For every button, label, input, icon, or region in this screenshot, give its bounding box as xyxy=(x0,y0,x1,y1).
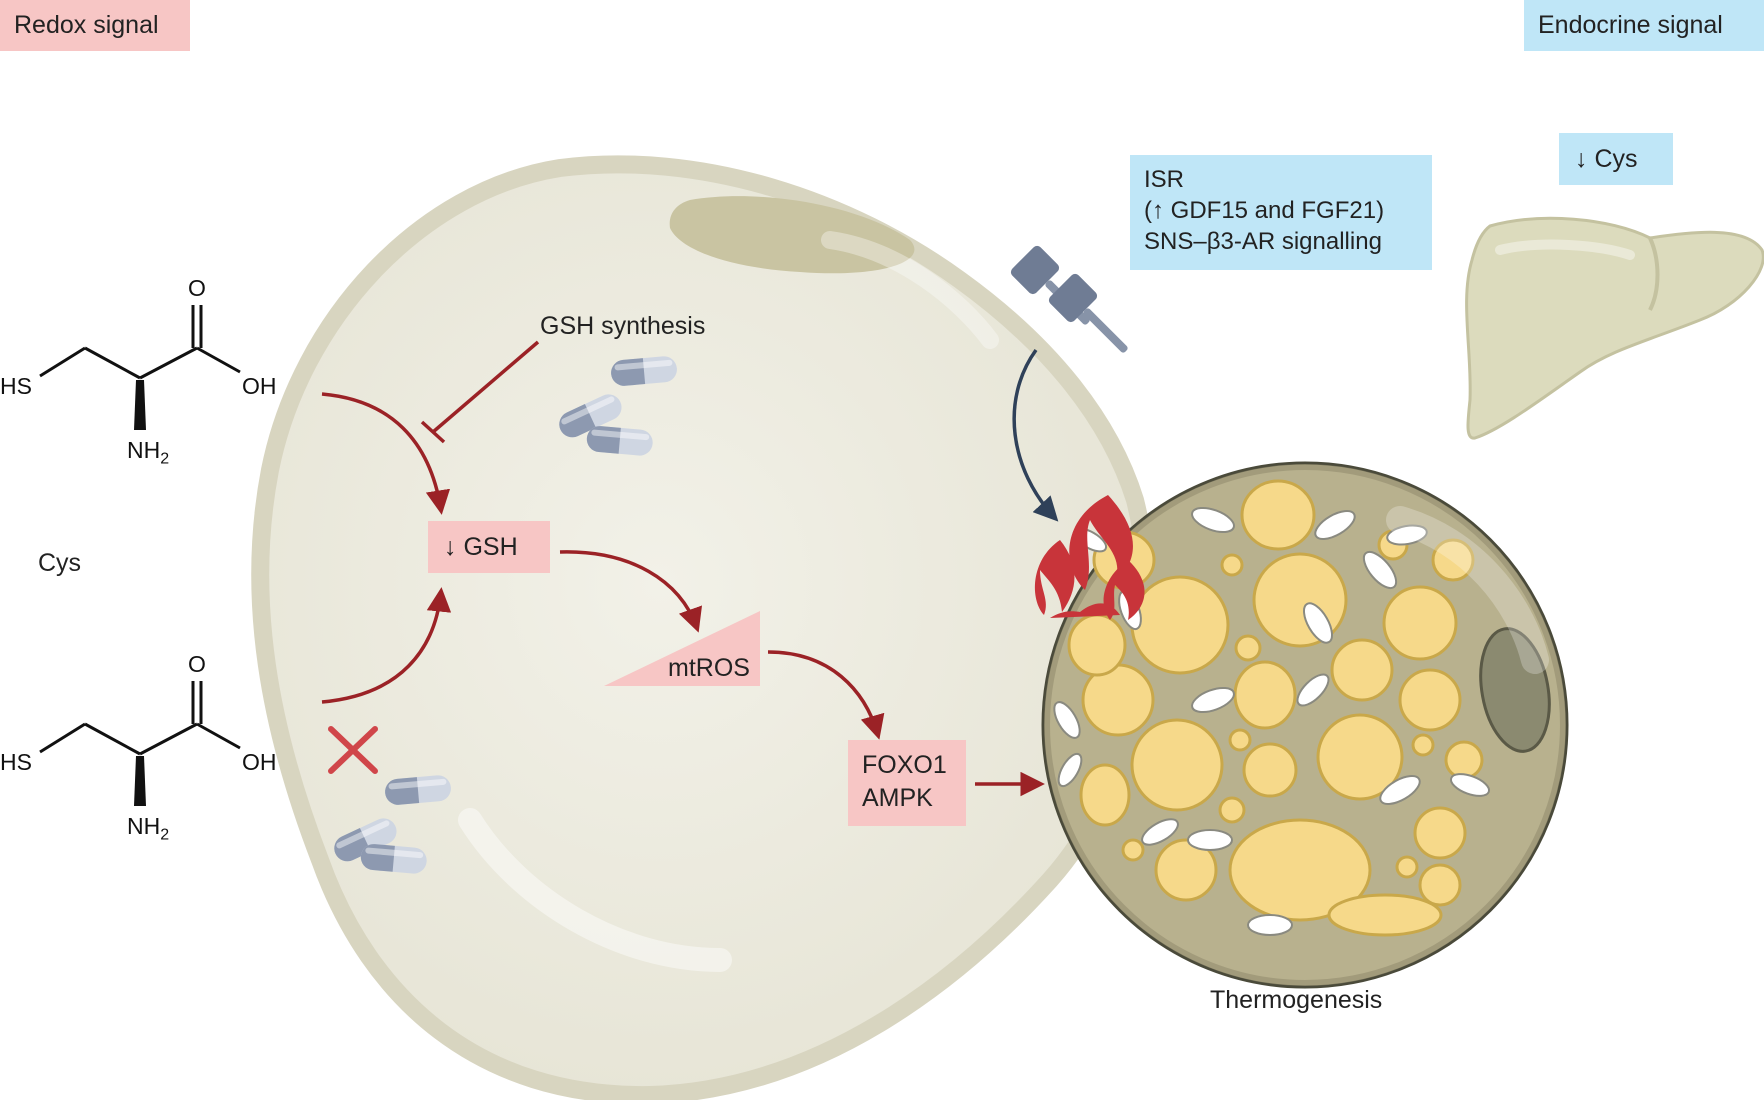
amine-subscript: 2 xyxy=(160,826,170,844)
carbonyl-oxygen-label: O xyxy=(188,651,206,677)
brown-nucleus xyxy=(1479,627,1551,753)
foxo1-label: FOXO1 xyxy=(862,751,947,779)
arrow-cys-to-gsh xyxy=(321,392,451,515)
amine-label: NH2 xyxy=(127,813,169,849)
hydroxyl-label: OH xyxy=(242,749,277,775)
isr-line-2: (↑ GDF15 and FGF21) xyxy=(1144,197,1385,224)
inhibition-cross-icon xyxy=(328,726,378,774)
arrow-cys2-to-gsh xyxy=(321,587,452,704)
amine-label: NH2 xyxy=(127,437,169,473)
foxo1-ampk-box: FOXO1 AMPK xyxy=(848,740,966,826)
white-adipocyte xyxy=(251,155,1157,1105)
carbonyl-oxygen-label: O xyxy=(188,275,206,301)
thiol-label: HS xyxy=(0,373,32,399)
isr-box: ISR (↑ GDF15 and FGF21) SNS–β3-AR signal… xyxy=(1130,155,1432,270)
flame-icon xyxy=(1034,495,1145,620)
arrow-receptor-to-thermogenesis xyxy=(1012,348,1059,522)
liver-icon xyxy=(1465,216,1764,440)
gsh-synthesis-label: GSH synthesis xyxy=(540,312,706,340)
inhibition-gsh-synthesis xyxy=(420,340,540,444)
cysteine-structure-bottom xyxy=(39,681,241,806)
arrow-mtros-to-foxo1 xyxy=(767,650,885,740)
mtros-label: mtROS xyxy=(668,654,750,682)
endocrine-signal-header: Endocrine signal xyxy=(1524,0,1764,51)
amine-subscript: 2 xyxy=(160,450,170,468)
cys-decrease-box: ↓ Cys xyxy=(1559,133,1673,185)
brown-adipocyte xyxy=(1041,461,1569,989)
redox-signal-header: Redox signal xyxy=(0,0,190,51)
ampk-label: AMPK xyxy=(862,784,933,812)
mitochondria xyxy=(1053,506,1491,936)
thermogenesis-label: Thermogenesis xyxy=(1210,986,1383,1014)
cys-label: Cys xyxy=(38,549,82,577)
amine-nh: NH xyxy=(127,437,161,463)
hydroxyl-label: OH xyxy=(242,373,277,399)
receptor-icon xyxy=(1010,245,1128,353)
arrow-gsh-to-mtros xyxy=(559,550,702,633)
nucleus xyxy=(669,196,915,274)
isr-line-1: ISR xyxy=(1144,166,1185,193)
gsh-box: ↓ GSH xyxy=(428,521,550,573)
lipid-droplets xyxy=(1067,479,1484,937)
isr-line-3: SNS–β3-AR signalling xyxy=(1144,228,1382,255)
thiol-label: HS xyxy=(0,749,32,775)
mtros-wedge xyxy=(604,611,760,686)
amine-nh: NH xyxy=(127,813,161,839)
cysteine-structure-top xyxy=(39,305,241,430)
